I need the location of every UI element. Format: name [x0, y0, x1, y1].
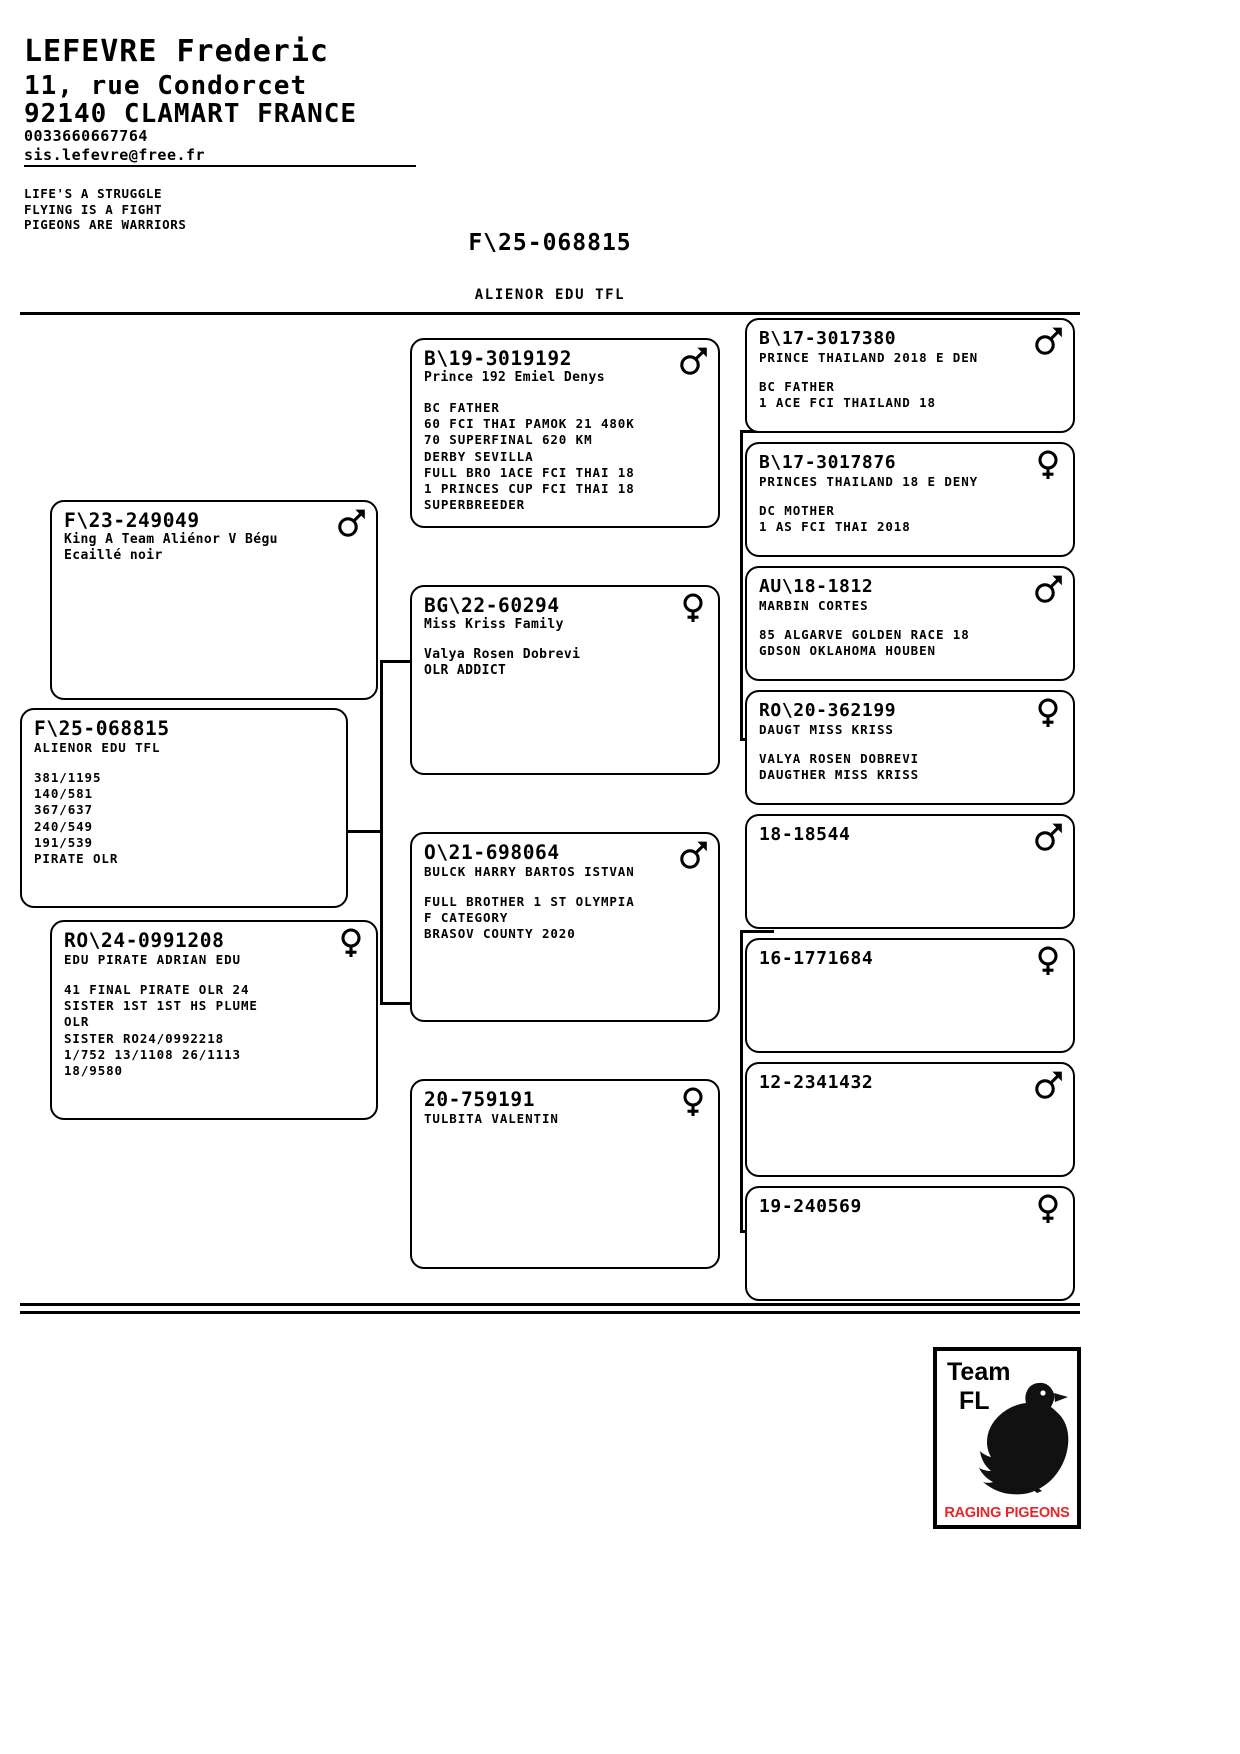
chart-bottom-divider-1	[20, 1303, 1080, 1306]
header-divider	[24, 165, 416, 167]
female-symbol-icon	[1033, 698, 1061, 728]
subject-ring: F\25-068815	[34, 717, 170, 740]
dam-box[interactable]: RO\24-0991208 EDU PIRATE ADRIAN EDU 41 F…	[50, 920, 378, 1120]
chart-top-divider	[20, 312, 1080, 315]
great-grandparent-box-1[interactable]: B\17-3017380 PRINCE THAILAND 2018 E DEN …	[745, 318, 1075, 433]
great-grandparent-3-name: MARBIN CORTES	[759, 598, 869, 613]
subject-name: ALIENOR EDU TFL	[34, 740, 161, 755]
grandparent-box-1[interactable]: B\19-3019192 Prince 192 Emiel Denys BC F…	[410, 338, 720, 528]
great-grandparent-box-7[interactable]: 12-2341432	[745, 1062, 1075, 1177]
grandparent-4-ring: 20-759191	[424, 1088, 536, 1111]
team-fl-logo: Team FL RAGING PIGEONS	[933, 1347, 1081, 1529]
dam-notes: 41 FINAL PIRATE OLR 24 SISTER 1ST 1ST HS…	[64, 982, 258, 1079]
chart-bottom-divider-2	[20, 1311, 1080, 1314]
breeder-city: 92140 CLAMART FRANCE	[24, 99, 358, 129]
connector-sire-spine	[740, 430, 743, 740]
breeder-email: sis.lefevre@free.fr	[24, 146, 206, 164]
great-grandparent-box-2[interactable]: B\17-3017876 PRINCES THAILAND 18 E DENY …	[745, 442, 1075, 557]
great-grandparent-1-notes: BC FATHER 1 ACE FCI THAILAND 18	[759, 379, 936, 411]
connector-dam-to-gp3	[740, 930, 774, 933]
grandparent-1-name: Prince 192 Emiel Denys	[424, 370, 605, 385]
dam-ring: RO\24-0991208	[64, 929, 225, 952]
great-grandparent-8-ring: 19-240569	[759, 1196, 862, 1217]
sire-name: King A Team Aliénor V Bégu	[64, 532, 278, 547]
grandparent-box-4[interactable]: 20-759191 TULBITA VALENTIN	[410, 1079, 720, 1269]
breeder-street: 11, rue Condorcet	[24, 71, 308, 101]
great-grandparent-box-8[interactable]: 19-240569	[745, 1186, 1075, 1301]
male-symbol-icon	[1033, 1070, 1062, 1100]
breeder-phone: 0033660667764	[24, 127, 148, 145]
connector-subject-to-sire	[380, 660, 412, 663]
great-grandparent-box-4[interactable]: RO\20-362199 DAUGT MISS KRISS VALYA ROSE…	[745, 690, 1075, 805]
great-grandparent-2-name: PRINCES THAILAND 18 E DENY	[759, 474, 979, 489]
female-symbol-icon	[678, 593, 706, 623]
grandparent-box-2[interactable]: BG\22-60294 Miss Kriss Family Valya Rose…	[410, 585, 720, 775]
logo-fl-text: FL	[959, 1387, 990, 1415]
grandparent-2-name: Miss Kriss Family	[424, 617, 564, 632]
male-symbol-icon	[1033, 822, 1062, 852]
breeder-name: LEFEVRE Frederic	[24, 34, 329, 69]
grandparent-2-ring: BG\22-60294	[424, 594, 560, 617]
female-symbol-icon	[1033, 1194, 1061, 1224]
great-grandparent-1-ring: B\17-3017380	[759, 328, 897, 349]
great-grandparent-3-notes: 85 ALGARVE GOLDEN RACE 18 GDSON OKLAHOMA…	[759, 627, 970, 659]
male-symbol-icon	[678, 840, 707, 870]
sire-ring: F\23-249049	[64, 509, 200, 532]
great-grandparent-box-5[interactable]: 18-18544	[745, 814, 1075, 929]
great-grandparent-4-ring: RO\20-362199	[759, 700, 897, 721]
page-title-bird-name: ALIENOR EDU TFL	[474, 287, 626, 303]
sire-box[interactable]: F\23-249049 King A Team Aliénor V Bégu E…	[50, 500, 378, 700]
grandparent-3-notes: FULL BROTHER 1 ST OLYMPIA F CATEGORY BRA…	[424, 894, 635, 942]
male-symbol-icon	[678, 346, 707, 376]
female-symbol-icon	[336, 928, 364, 958]
page-title-ring: F\25-068815	[468, 230, 632, 256]
great-grandparent-4-notes: VALYA ROSEN DOBREVI DAUGTHER MISS KRISS	[759, 751, 920, 783]
grandparent-1-notes: BC FATHER 60 FCI THAI PAMOK 21 480K 70 S…	[424, 400, 635, 513]
female-symbol-icon	[678, 1087, 706, 1117]
dam-name: EDU PIRATE ADRIAN EDU	[64, 952, 241, 967]
grandparent-2-notes: Valya Rosen Dobrevi OLR ADDICT	[424, 647, 581, 679]
male-symbol-icon	[336, 508, 365, 538]
sire-notes: Ecaillé noir	[64, 548, 163, 563]
grandparent-3-ring: O\21-698064	[424, 841, 560, 864]
subject-box[interactable]: F\25-068815 ALIENOR EDU TFL 381/1195 140…	[20, 708, 348, 908]
connector-dam-spine	[740, 930, 743, 1230]
grandparent-3-name: BULCK HARRY BARTOS ISTVAN	[424, 864, 635, 879]
male-symbol-icon	[1033, 326, 1062, 356]
male-symbol-icon	[1033, 574, 1062, 604]
great-grandparent-5-ring: 18-18544	[759, 824, 851, 845]
great-grandparent-box-3[interactable]: AU\18-1812 MARBIN CORTES 85 ALGARVE GOLD…	[745, 566, 1075, 681]
subject-notes: 381/1195 140/581 367/637 240/549 191/539…	[34, 770, 119, 867]
grandparent-4-name: TULBITA VALENTIN	[424, 1111, 559, 1126]
great-grandparent-2-ring: B\17-3017876	[759, 452, 897, 473]
female-symbol-icon	[1033, 946, 1061, 976]
great-grandparent-1-name: PRINCE THAILAND 2018 E DEN	[759, 350, 979, 365]
great-grandparent-2-notes: DC MOTHER 1 AS FCI THAI 2018	[759, 503, 911, 535]
logo-caption: RAGING PIGEONS	[944, 1505, 1070, 1521]
great-grandparent-box-6[interactable]: 16-1771684	[745, 938, 1075, 1053]
great-grandparent-4-name: DAUGT MISS KRISS	[759, 722, 894, 737]
grandparent-1-ring: B\19-3019192	[424, 347, 573, 370]
grandparent-box-3[interactable]: O\21-698064 BULCK HARRY BARTOS ISTVAN FU…	[410, 832, 720, 1022]
great-grandparent-3-ring: AU\18-1812	[759, 576, 874, 597]
great-grandparent-7-ring: 12-2341432	[759, 1072, 874, 1093]
female-symbol-icon	[1033, 450, 1061, 480]
pigeon-silhouette-icon	[979, 1382, 1069, 1495]
breeder-motto: LIFE'S A STRUGGLE FLYING IS A FIGHT PIGE…	[24, 186, 187, 232]
connector-subject-to-dam	[380, 1002, 412, 1005]
logo-team-text: Team	[947, 1358, 1011, 1386]
connector-subject-stub	[348, 830, 382, 833]
great-grandparent-6-ring: 16-1771684	[759, 948, 874, 969]
